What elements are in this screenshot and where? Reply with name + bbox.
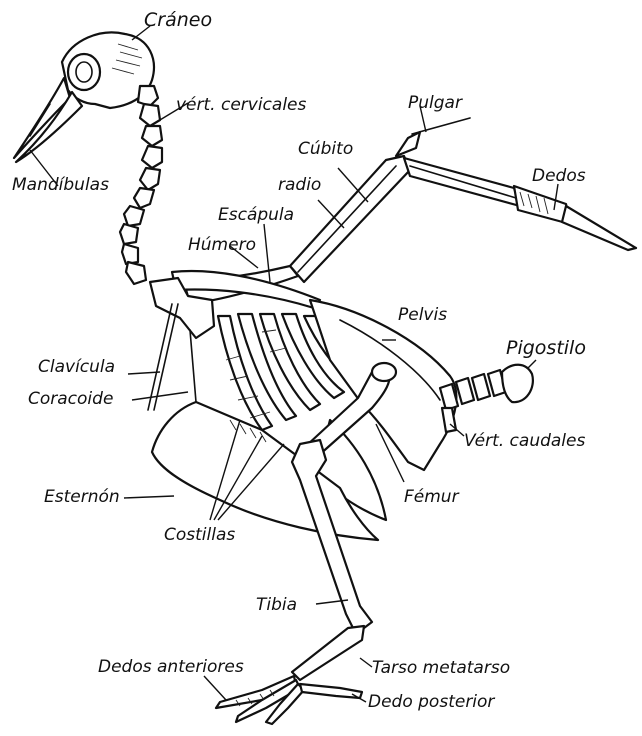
tarsometatarsus	[292, 626, 364, 680]
label-tibia: Tibia	[256, 595, 297, 615]
toes	[216, 676, 362, 724]
label-craneo: Cráneo	[144, 9, 212, 31]
leader-tarso	[360, 658, 372, 667]
label-pelvis: Pelvis	[398, 305, 447, 325]
label-humero: Húmero	[188, 235, 256, 255]
label-dedo-posterior: Dedo posterior	[368, 692, 495, 712]
label-escapula: Escápula	[218, 205, 294, 225]
label-tarso-metatarso: Tarso metatarso	[372, 658, 510, 678]
label-femur: Fémur	[404, 487, 460, 507]
label-pulgar: Pulgar	[408, 93, 463, 113]
label-costillas: Costillas	[164, 525, 235, 545]
pygostyle	[502, 365, 533, 402]
shoulder-girdle	[148, 278, 214, 410]
label-cubito: Cúbito	[298, 139, 353, 159]
label-dedos: Dedos	[532, 166, 586, 186]
label-mandibulas: Mandíbulas	[12, 175, 109, 195]
cervical-vertebrae	[120, 86, 162, 284]
label-pigostilo: Pigostilo	[506, 337, 586, 359]
leader-esternon	[124, 496, 174, 498]
label-vert-cervicales: vért. cervicales	[176, 95, 307, 115]
leader-dedos-anteriores	[204, 676, 226, 700]
label-vert-caudales: Vért. caudales	[464, 431, 585, 451]
label-dedos-anteriores: Dedos anteriores	[98, 657, 244, 677]
leader-coracoide	[132, 392, 188, 400]
leader-clavicula	[128, 372, 160, 374]
label-esternon: Esternón	[44, 487, 120, 507]
leader-pigostilo	[528, 360, 536, 368]
labels: Cráneo vért. cervicales Pulgar Cúbito ra…	[12, 9, 586, 712]
label-clavicula: Clavícula	[38, 357, 115, 377]
label-coracoide: Coracoide	[28, 389, 113, 409]
label-radio: radio	[278, 175, 321, 195]
